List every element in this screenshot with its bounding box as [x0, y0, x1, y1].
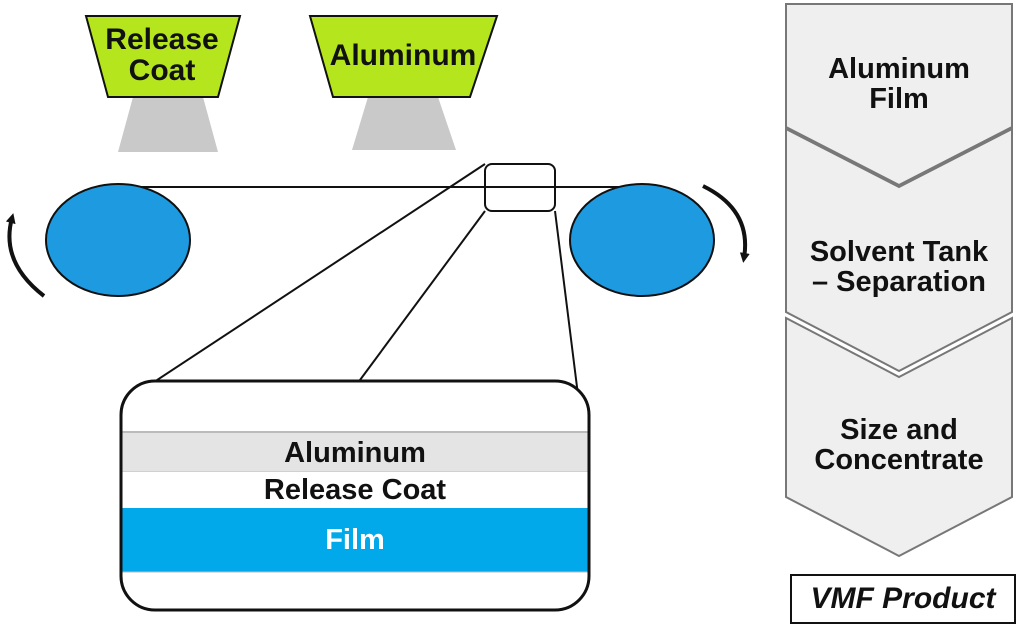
aluminum-layer [121, 432, 589, 472]
film-layer [121, 508, 589, 572]
aluminum-hopper [308, 15, 499, 98]
process-step-1-label: Aluminum Film [828, 52, 970, 115]
release-coat-source [84, 15, 242, 152]
process-step-2-shape [785, 127, 1013, 373]
process-step-1-shape [785, 3, 1013, 187]
film-layer-label: Film [325, 523, 385, 556]
zoom-selection-box [484, 163, 556, 212]
left-roller [45, 183, 191, 297]
process-flow [785, 3, 1013, 558]
release-coat-layer [121, 472, 589, 508]
cross-section-frame [119, 379, 591, 612]
aluminum-nozzle [352, 97, 456, 150]
aluminum-source-label: Aluminum [329, 39, 477, 73]
release-coat-hopper [84, 15, 242, 98]
vmf-product-label: VMF Product [810, 582, 996, 615]
process-step-2-label: Solvent Tank – Separation [809, 235, 989, 298]
aluminum-source [308, 15, 499, 150]
right-rotation-arrow [702, 184, 750, 263]
process-step-3-label: Size and Concentrate [814, 413, 984, 476]
vmf-product-box: VMF Product [790, 574, 1016, 624]
zoom-line-right [554, 210, 579, 396]
process-step-3-shape [785, 316, 1013, 558]
release-coat-source-label: Release Coat [105, 22, 219, 87]
left-rotation-arrow [5, 213, 46, 298]
zoom-line-middle [359, 210, 486, 381]
release-coat-layer-label: Release Coat [263, 473, 447, 506]
cross-section-magnified [119, 379, 591, 612]
release-coat-nozzle [118, 97, 218, 152]
right-roller [569, 183, 715, 297]
aluminum-layer-label: Aluminum [284, 436, 426, 469]
zoom-line-left [147, 163, 486, 387]
